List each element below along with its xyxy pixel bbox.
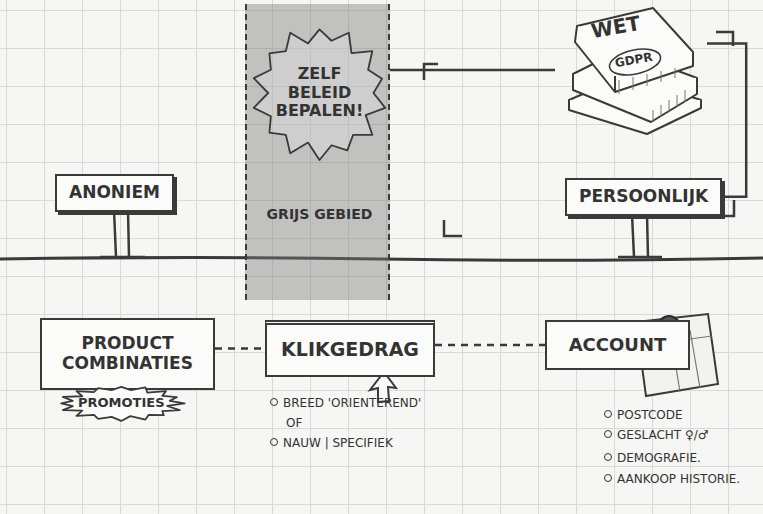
- sign-box: PERSOONLIJK: [565, 178, 722, 216]
- process-box: ACCOUNT: [545, 320, 690, 370]
- connector-line: [215, 347, 265, 350]
- connector-line: [707, 44, 746, 197]
- bullet-note: POSTCODE: [604, 408, 683, 422]
- note-text: AANKOOP HISTORIE.: [617, 472, 740, 486]
- node-text: KLIKGEDRAG: [281, 339, 419, 361]
- connector-line: [390, 69, 555, 72]
- node-text: ANONIEM: [69, 183, 160, 203]
- node-text: PRODUCT COMBINATIES: [54, 334, 201, 373]
- bullet-dot: [604, 410, 612, 418]
- grey-zone: GRIJS GEBIED ZELF BELEID BEPALEN!: [245, 4, 390, 300]
- node-text: ACCOUNT: [559, 335, 676, 356]
- note-text: POSTCODE: [617, 408, 683, 422]
- note-text: OF: [286, 416, 302, 430]
- starburst-callout: PROMOTIES: [58, 386, 185, 421]
- bullet-note: AANKOOP HISTORIE.: [604, 472, 740, 486]
- bullet-note: BREED 'ORIENTEREND': [270, 396, 421, 410]
- note-text: DEMOGRAFIE.: [617, 451, 701, 465]
- connector-line: [435, 344, 545, 347]
- note-text: GESLACHT ♀/♂: [617, 428, 709, 442]
- process-box: PRODUCT COMBINATIES: [40, 318, 215, 390]
- law-book: WETGDPR: [555, 4, 707, 136]
- note-text: BREED 'ORIENTEREND': [283, 396, 421, 410]
- node-text: GRIJS GEBIED: [247, 206, 392, 222]
- starburst-callout: ZELF BELEID BEPALEN!: [252, 26, 387, 160]
- sign-box: ANONIEM: [55, 174, 174, 212]
- process-box: KLIKGEDRAG: [265, 320, 435, 377]
- bullet-note: OF: [286, 416, 302, 430]
- bullet-dot: [604, 474, 612, 482]
- note-text: NAUW | SPECIFIEK: [283, 436, 393, 450]
- bullet-dot: [604, 453, 612, 461]
- node-text: PERSOONLIJK: [579, 187, 708, 207]
- bullet-dot: [270, 398, 278, 406]
- node-text: ZELF BELEID BEPALEN!: [272, 65, 368, 120]
- bullet-note: DEMOGRAFIE.: [604, 451, 701, 465]
- bullet-note: GESLACHT ♀/♂: [604, 428, 709, 442]
- bullet-dot: [270, 438, 278, 446]
- node-text: PROMOTIES: [78, 396, 165, 411]
- bullet-note: NAUW | SPECIFIEK: [270, 436, 393, 450]
- bullet-dot: [604, 430, 612, 438]
